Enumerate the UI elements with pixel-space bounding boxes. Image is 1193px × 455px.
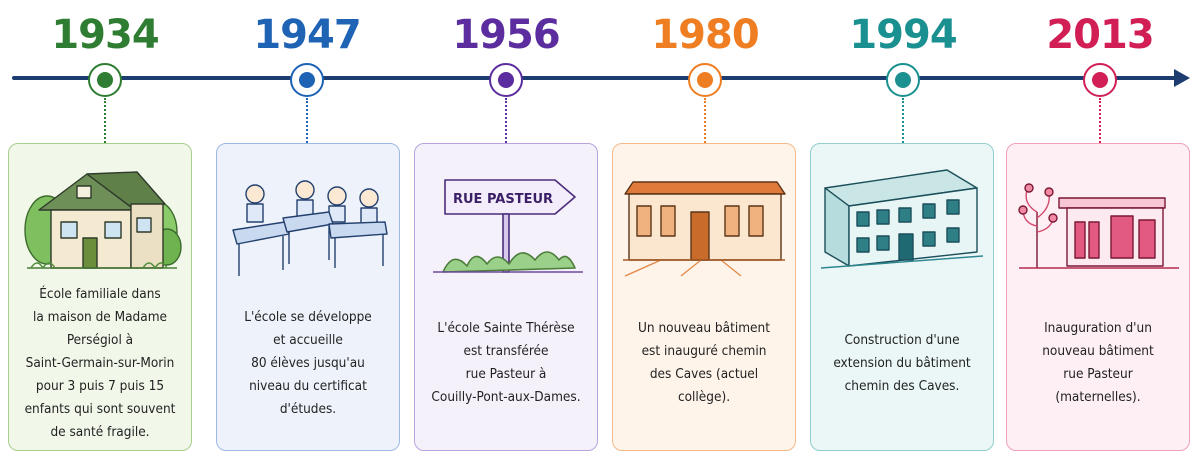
connector-line xyxy=(505,98,507,143)
house-icon xyxy=(24,171,182,269)
year-label: 1956 xyxy=(452,12,560,58)
extension-building-icon xyxy=(820,169,984,269)
node-dot xyxy=(1092,72,1108,88)
school-building-icon xyxy=(623,181,786,277)
timeline-node xyxy=(688,63,722,97)
year-label: 1947 xyxy=(253,12,361,58)
year-label: 1934 xyxy=(51,12,159,58)
node-dot xyxy=(97,72,113,88)
node-dot xyxy=(697,72,713,88)
event-description: Un nouveau bâtiment est inauguré chemin … xyxy=(638,320,770,405)
node-dot xyxy=(895,72,911,88)
event-description: École familiale dans la maison de Madame… xyxy=(24,285,176,440)
event-card: L'école se développe et accueille 80 élè… xyxy=(216,143,400,451)
year-label: 1994 xyxy=(849,12,957,58)
event-card: Un nouveau bâtiment est inauguré chemin … xyxy=(612,143,796,451)
connector-line xyxy=(104,98,106,143)
event-description: Inauguration d'un nouveau bâtiment rue P… xyxy=(1042,320,1154,405)
event-description: Construction d'une extension du bâtiment… xyxy=(833,331,971,394)
timeline-node xyxy=(886,63,920,97)
event-card: Inauguration d'un nouveau bâtiment rue P… xyxy=(1006,143,1190,451)
timeline-node xyxy=(88,63,122,97)
street-sign-icon: RUE PASTEUR xyxy=(433,179,583,273)
modern-building-icon xyxy=(1018,183,1179,269)
event-description: L'école se développe et accueille 80 élè… xyxy=(244,308,372,417)
timeline-node xyxy=(290,63,324,97)
event-card: École familiale dans la maison de Madame… xyxy=(8,143,192,451)
timeline-axis xyxy=(12,76,1178,80)
timeline-node xyxy=(1083,63,1117,97)
year-label: 2013 xyxy=(1046,12,1154,58)
event-card: RUE PASTEUR L'école Sainte Thérèse est t… xyxy=(414,143,598,451)
year-label: 1980 xyxy=(651,12,759,58)
sign-text: RUE PASTEUR xyxy=(453,192,553,207)
node-dot xyxy=(498,72,514,88)
arrow-right-icon xyxy=(1174,69,1190,87)
connector-line xyxy=(1099,98,1101,143)
connector-line xyxy=(704,98,706,143)
connector-line xyxy=(306,98,308,143)
classroom-icon xyxy=(232,180,388,276)
node-dot xyxy=(299,72,315,88)
timeline-node xyxy=(489,63,523,97)
event-card: Construction d'une extension du bâtiment… xyxy=(810,143,994,451)
event-description: L'école Sainte Thérèse est transférée ru… xyxy=(431,320,581,405)
connector-line xyxy=(902,98,904,143)
